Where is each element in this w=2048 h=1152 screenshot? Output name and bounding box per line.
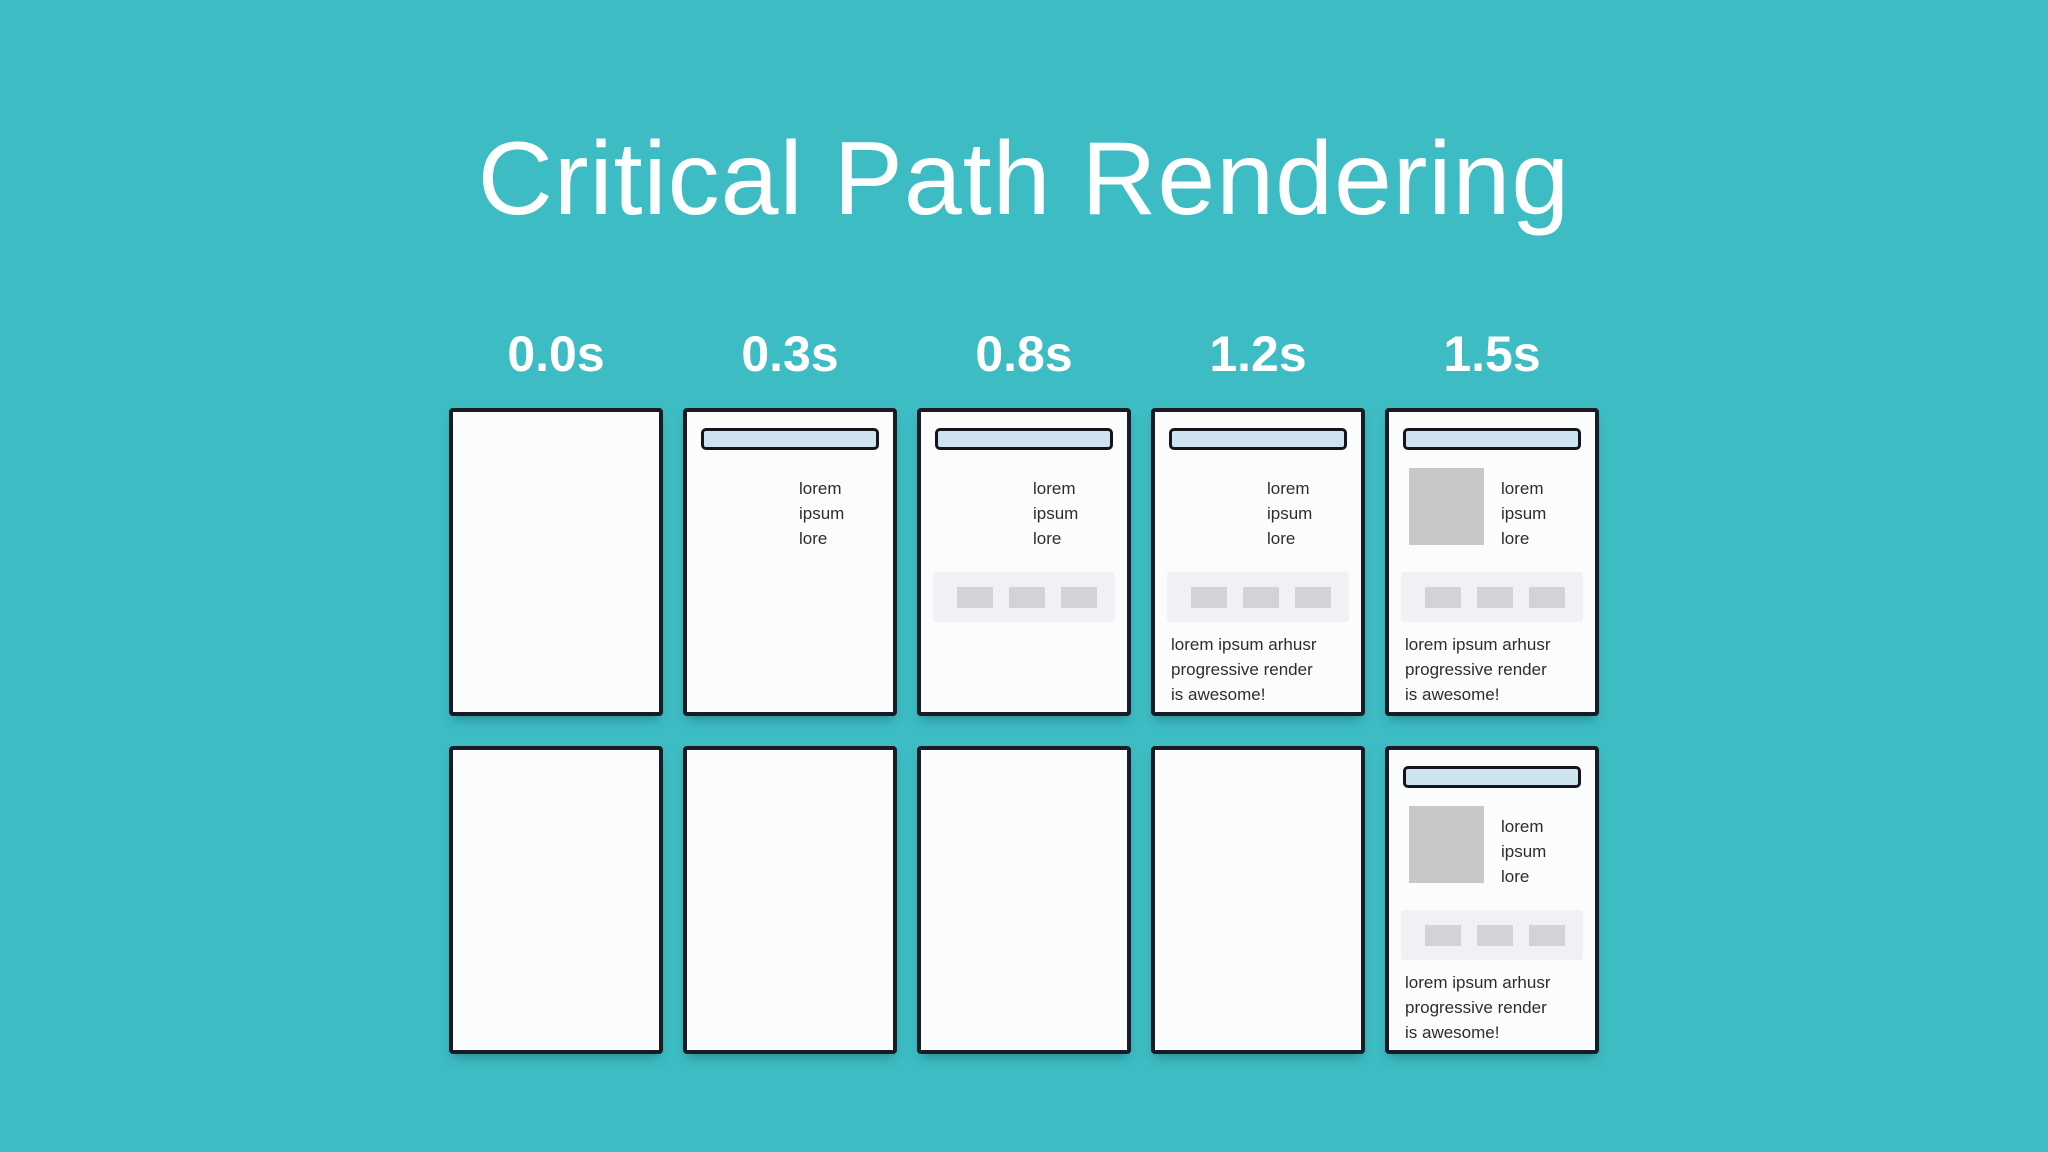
page-title: Critical Path Rendering	[477, 121, 1571, 237]
button-placeholder	[1061, 586, 1097, 608]
menu-text: lorem ipsum lore	[799, 479, 845, 548]
timeline-label-0.3s: 0.3s	[741, 326, 839, 382]
button-placeholder	[1191, 586, 1227, 608]
paragraph-text: lorem ipsum arhusr progressive render is…	[1405, 635, 1551, 704]
menu-text: lorem ipsum lore	[1501, 479, 1547, 548]
button-placeholder	[1009, 586, 1045, 608]
button-band	[933, 572, 1115, 622]
timeline-label-1.2s: 1.2s	[1209, 326, 1307, 382]
header-bar	[701, 428, 879, 450]
button-placeholder	[1529, 586, 1565, 608]
paragraph-text: lorem ipsum arhusr progressive render is…	[1171, 635, 1317, 704]
mockup-progressive-1.2s: lorem ipsum lore lorem ipsum arhusr prog…	[1151, 408, 1365, 716]
menu-text: lorem ipsum lore	[1267, 479, 1313, 548]
button-placeholder	[1529, 924, 1565, 946]
mockup-grid: 0.0s 0.3s 0.8s 1.2s 1.5s lorem ipsum lor…	[449, 326, 1599, 1054]
button-placeholder	[1425, 586, 1461, 608]
mockup-blocking-0.0s-blank	[449, 746, 663, 1054]
timeline-label-1.5s: 1.5s	[1443, 326, 1541, 382]
mockup-blocking-0.8s-blank	[917, 746, 1131, 1054]
mockup-blocking-0.3s-blank	[683, 746, 897, 1054]
button-placeholder	[1243, 586, 1279, 608]
menu-text: lorem ipsum lore	[1501, 817, 1547, 886]
mockup-progressive-0.3s: lorem ipsum lore	[683, 408, 897, 716]
button-placeholder	[1477, 586, 1513, 608]
mockup-blocking-1.5s-complete: lorem ipsum lore lorem ipsum arhusr prog…	[1385, 746, 1599, 1054]
header-bar	[1403, 766, 1581, 788]
header-bar	[1403, 428, 1581, 450]
button-band	[1167, 572, 1349, 622]
button-band	[1401, 572, 1583, 622]
button-band	[1401, 910, 1583, 960]
mockup-progressive-0.8s: lorem ipsum lore	[917, 408, 1131, 716]
menu-text: lorem ipsum lore	[1033, 479, 1079, 548]
timeline-label-0.0s: 0.0s	[507, 326, 605, 382]
paragraph-text: lorem ipsum arhusr progressive render is…	[1405, 973, 1551, 1042]
image-placeholder	[1409, 468, 1484, 545]
mockup-progressive-1.5s-complete: lorem ipsum lore lorem ipsum arhusr prog…	[1385, 408, 1599, 716]
mockup-blocking-1.2s-blank	[1151, 746, 1365, 1054]
button-placeholder	[1295, 586, 1331, 608]
mockup-progressive-0.0s-blank	[449, 408, 663, 716]
timeline-label-0.8s: 0.8s	[975, 326, 1073, 382]
button-placeholder	[1477, 924, 1513, 946]
header-bar	[1169, 428, 1347, 450]
button-placeholder	[957, 586, 993, 608]
button-placeholder	[1425, 924, 1461, 946]
header-bar	[935, 428, 1113, 450]
image-placeholder	[1409, 806, 1484, 883]
